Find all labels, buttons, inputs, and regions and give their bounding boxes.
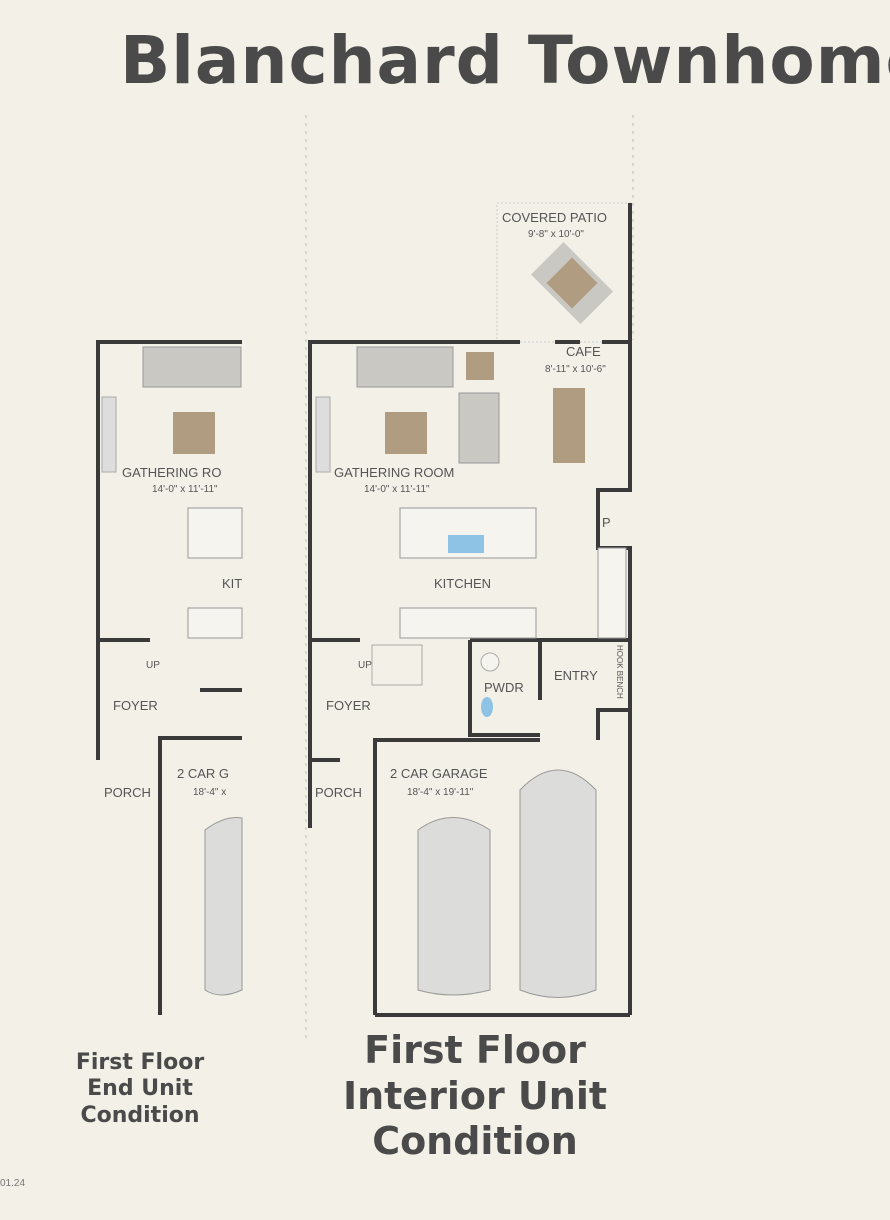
side-table: [466, 352, 494, 380]
page-title: Blanchard Townhome: [120, 22, 890, 99]
dining-table: [553, 388, 585, 463]
caption-line: First Floor: [75, 1050, 205, 1075]
end-porch-label: PORCH: [104, 785, 151, 800]
pantry-label: P: [602, 515, 611, 530]
fireplace: [101, 396, 117, 473]
caption-line: End Unit: [87, 1076, 193, 1102]
kitchen-counter: [399, 607, 537, 639]
caption-line: First Floor: [364, 1028, 586, 1072]
caption-line: Interior Unit: [342, 1073, 608, 1118]
garage-label: 2 CAR GARAGE: [390, 766, 488, 781]
foyer-label: FOYER: [326, 698, 371, 713]
end-garage-label: 2 CAR G: [177, 766, 229, 781]
bench-label: HOOK BENCH: [615, 645, 624, 699]
toilet: [480, 652, 500, 672]
car-left: [417, 817, 491, 996]
end-unit-plan: GATHERING RO 14'-0" x 11'-11" KIT UP FOY…: [96, 340, 243, 1015]
end-stairs-up-label: UP: [146, 660, 160, 671]
patio-table: [546, 257, 598, 309]
kitchen-island: [187, 507, 243, 559]
covered-patio-dims: 9'-8" x 10'-0": [528, 229, 584, 240]
armchair: [458, 392, 500, 464]
coffee-table: [385, 412, 427, 454]
powder-label: PWDR: [484, 680, 524, 695]
end-unit-caption: First Floor End Unit Condition: [60, 1050, 220, 1129]
end-foyer-label: FOYER: [113, 698, 158, 713]
garage-dims: 18'-4" x 19'-11": [407, 787, 474, 798]
property-lines: [305, 115, 634, 1040]
porch-label: PORCH: [315, 785, 362, 800]
walls: [308, 203, 632, 1017]
gathering-room-label: GATHERING ROOM: [334, 465, 454, 480]
kitchen-counter: [187, 607, 243, 639]
caption-line: Condition: [80, 1102, 200, 1128]
end-gathering-room-label: GATHERING RO: [122, 465, 221, 480]
sofa: [142, 346, 242, 388]
kitchen-label: KITCHEN: [434, 576, 491, 591]
stairs: [371, 644, 423, 686]
fireplace: [315, 396, 331, 473]
sofa: [356, 346, 454, 388]
fridge-counter: [597, 547, 627, 639]
interior-unit-plan: COVERED PATIO 9'-8" x 10'-0" CAFE 8'-11"…: [308, 202, 632, 1017]
interior-unit-caption: First Floor Interior Unit Condition: [330, 1028, 620, 1165]
cafe-dims: 8'-11" x 10'-6": [545, 364, 606, 375]
kitchen-sink: [448, 535, 484, 553]
furniture: [315, 241, 627, 998]
car-right: [519, 769, 597, 998]
gathering-room-dims: 14'-0" x 11'-11": [364, 484, 430, 495]
powder-sink: [481, 697, 493, 717]
revision-code: 01.24: [0, 1178, 26, 1189]
walls: [96, 340, 242, 1015]
coffee-table: [173, 412, 215, 454]
entry-label: ENTRY: [554, 668, 598, 683]
car: [204, 817, 243, 996]
stairs-up-label: UP: [358, 660, 372, 671]
caption-line: Condition: [372, 1119, 578, 1164]
end-garage-dims: 18'-4" x: [193, 787, 226, 798]
cafe-label: CAFE: [566, 344, 601, 359]
end-kitchen-label: KIT: [222, 576, 242, 591]
covered-patio-label: COVERED PATIO: [502, 210, 607, 225]
end-gathering-room-dims: 14'-0" x 11'-11": [152, 484, 218, 495]
